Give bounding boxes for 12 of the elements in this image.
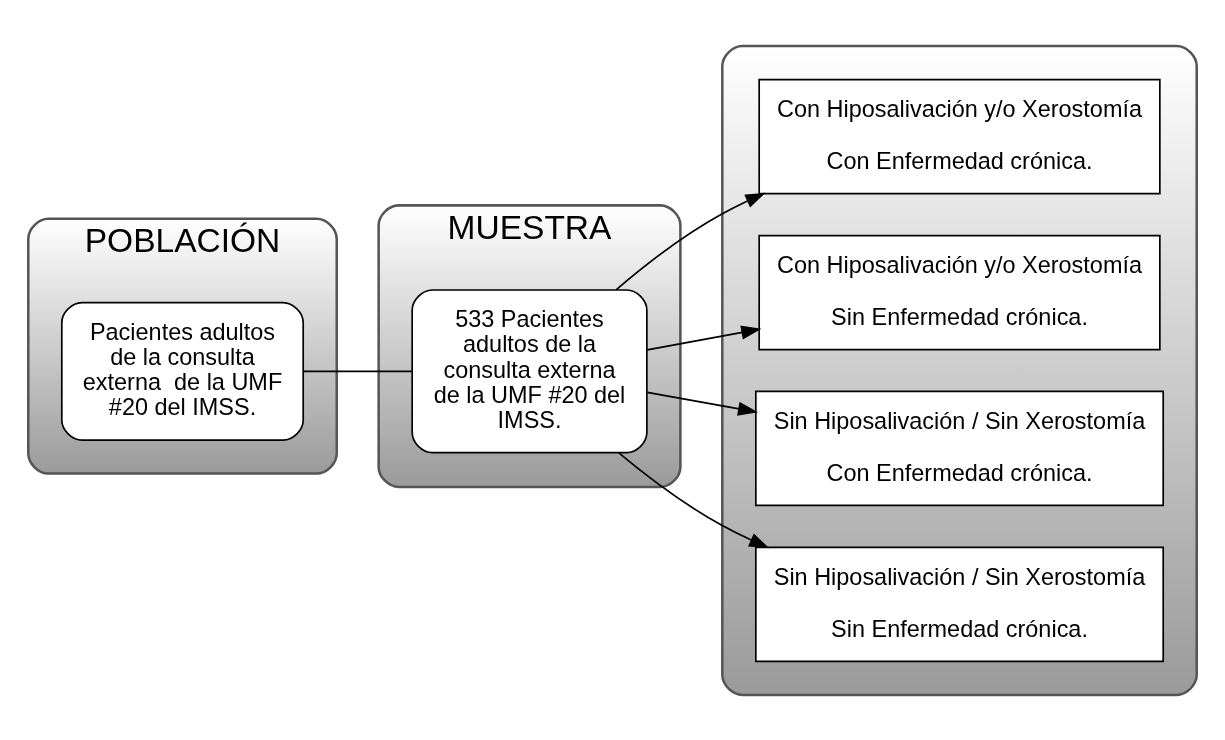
node-box: Con Hiposalivación y/o Xerostomía Con Enfermedad crónica.	[758, 78, 1161, 194]
node-box: Pacientes adultos de la consulta externa de la UMF #20 del IMSS.	[60, 301, 305, 441]
node-box: Sin Hiposalivación / Sin Xerostomía Sin Enfermedad crónica.	[755, 546, 1165, 662]
connector	[302, 370, 413, 372]
cluster	[721, 44, 1198, 696]
node-box: Con Hiposalivación y/o Xerostomía Sin Enfermedad crónica.	[758, 234, 1161, 350]
arrow	[646, 325, 762, 351]
arrow	[646, 390, 759, 416]
node-box: Sin Hiposalivación / Sin Xerostomía Con Enfermedad crónica.	[755, 390, 1165, 506]
arrow	[615, 192, 766, 291]
node-box: 533 Pacientes adultos de la consulta externa de la UMF #20 del IMSS.	[411, 288, 648, 453]
arrow	[617, 451, 770, 548]
